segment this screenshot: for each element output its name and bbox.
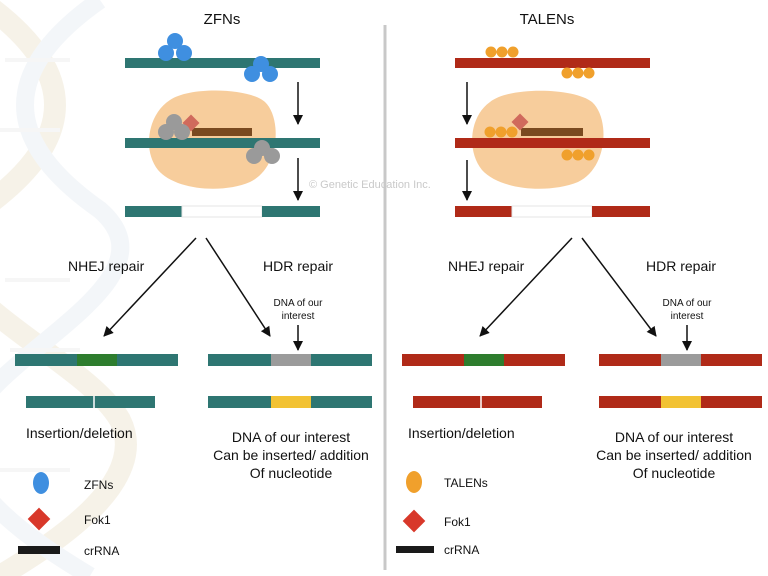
fok1-icon (402, 509, 426, 533)
crrna-icon (192, 128, 252, 136)
hdr-result-line: DNA of our interest (232, 429, 350, 445)
nhej-label: NHEJ repair (448, 258, 525, 274)
arrow-to-nhej (479, 237, 573, 337)
fok1-icon (511, 113, 529, 131)
title-zfns: ZFNs (204, 11, 241, 28)
dna-interest-label: DNA of our (663, 298, 713, 309)
hdr-result-line: Can be inserted/ addition (213, 447, 369, 463)
legend-label: TALENs (444, 476, 488, 490)
zfn-dna-strand (125, 58, 320, 68)
nhej-deletion-dna (26, 396, 155, 408)
cut-dna (125, 205, 320, 218)
zfn-icon (244, 56, 278, 82)
hdr-result-line: Of nucleotide (250, 465, 333, 481)
cut-dna (455, 205, 650, 218)
indel-label: Insertion/deletion (26, 425, 133, 441)
dna-interest-label: interest (671, 311, 704, 322)
talen-dna-strand (455, 138, 650, 148)
talen-icon (484, 126, 518, 138)
legend-label: ZFNs (84, 478, 113, 492)
talen-icon (561, 67, 595, 79)
legend-zfns: ZFNs Fok1 crRNA (18, 472, 119, 558)
arrow-to-hdr (581, 237, 657, 337)
nhej-deletion-dna (413, 396, 542, 408)
arrow-to-nhej (103, 237, 197, 337)
talen-icon (485, 46, 519, 58)
nhej-label: NHEJ repair (68, 258, 145, 274)
zfn-dna-strand (125, 138, 320, 148)
title-talens: TALENs (520, 11, 575, 28)
crrna-icon (18, 546, 60, 554)
crrna-icon (396, 546, 434, 553)
nhej-insertion-dna (402, 354, 565, 366)
legend-label: Fok1 (84, 513, 111, 527)
talen-dna-strand (455, 58, 650, 68)
nhej-insertion-dna (15, 354, 178, 366)
legend-label: crRNA (84, 544, 119, 558)
dna-helix-background-icon (0, 0, 137, 576)
hdr-result-line: Of nucleotide (633, 465, 716, 481)
indel-label: Insertion/deletion (408, 425, 515, 441)
hdr-label: HDR repair (646, 258, 716, 274)
zfn-icon (246, 140, 280, 164)
dna-interest-label: interest (282, 311, 315, 322)
legend-label: crRNA (444, 543, 479, 557)
dna-interest-label: DNA of our (274, 298, 324, 309)
crrna-icon (521, 128, 583, 136)
hdr-inserted-dna (208, 396, 372, 408)
talen-panel: NHEJ repair HDR repair DNA of our intere… (396, 46, 762, 557)
arrow-to-hdr (205, 237, 271, 337)
legend-talens: TALENs Fok1 crRNA (396, 471, 488, 557)
talen-icon (561, 149, 595, 161)
hdr-template-dna (208, 354, 372, 366)
zfn-icon (158, 114, 190, 140)
hdr-result-line: Can be inserted/ addition (596, 447, 752, 463)
zfn-icon (33, 472, 49, 494)
hdr-label: HDR repair (263, 258, 333, 274)
legend-label: Fok1 (444, 515, 471, 529)
hdr-result-line: DNA of our interest (615, 429, 733, 445)
hdr-inserted-dna (599, 396, 762, 408)
hdr-template-dna (599, 354, 762, 366)
zfn-panel: NHEJ repair HDR repair DNA of our intere… (15, 33, 372, 558)
zfn-icon (158, 33, 192, 61)
talen-icon (406, 471, 422, 493)
watermark: © Genetic Education Inc. (309, 179, 431, 191)
